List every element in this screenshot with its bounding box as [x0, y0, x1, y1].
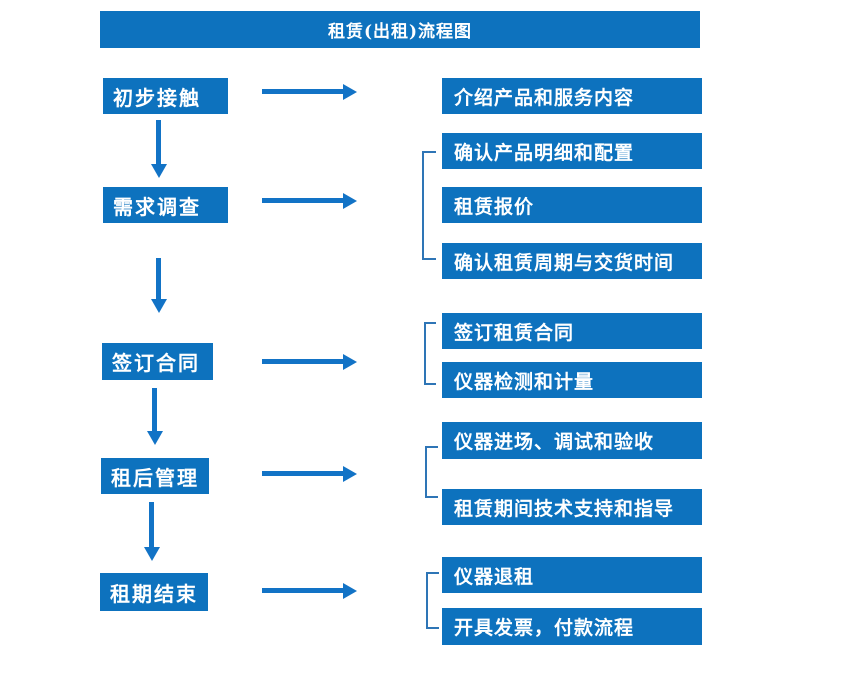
- detail-box-technical-support: 租赁期间技术支持和指导: [442, 489, 702, 525]
- arrow-right-stage2-icon: [262, 193, 357, 209]
- arrow-down-4-icon: [144, 502, 160, 561]
- bracket-group-sign-contract: [424, 322, 436, 385]
- arrow-down-1-icon: [151, 120, 167, 178]
- arrow-right-stage1-icon: [262, 84, 357, 100]
- arrow-head: [343, 354, 357, 370]
- stage-box-post-rental-management: 租后管理: [101, 458, 209, 494]
- bracket-group-post-rental: [425, 446, 438, 498]
- detail-box-instrument-inspection: 仪器检测和计量: [442, 362, 702, 398]
- bracket-group-demand-survey: [422, 151, 436, 260]
- stage-box-rental-end: 租期结束: [100, 573, 208, 611]
- detail-box-invoice-payment: 开具发票，付款流程: [442, 608, 702, 645]
- stage-box-sign-contract: 签订合同: [102, 343, 213, 380]
- arrow-down-3-icon: [147, 388, 163, 445]
- arrow-right-stage4-icon: [262, 466, 357, 482]
- arrow-shaft: [262, 588, 344, 593]
- arrow-head: [343, 466, 357, 482]
- stage-box-initial-contact: 初步接触: [103, 78, 228, 114]
- detail-box-sign-rental-contract: 签订租赁合同: [442, 313, 702, 349]
- detail-box-rental-quote: 租赁报价: [442, 187, 702, 223]
- arrow-shaft: [156, 258, 161, 299]
- arrow-shaft: [262, 359, 344, 364]
- arrow-shaft: [262, 471, 344, 476]
- arrow-head: [151, 299, 167, 313]
- arrow-head: [151, 164, 167, 178]
- arrow-right-stage5-icon: [262, 583, 357, 599]
- arrow-shaft: [156, 120, 161, 164]
- arrow-shaft: [149, 502, 154, 547]
- arrow-head: [147, 431, 163, 445]
- arrow-head: [144, 547, 160, 561]
- arrow-head: [343, 583, 357, 599]
- arrow-shaft: [262, 198, 344, 203]
- arrow-right-stage3-icon: [262, 354, 357, 370]
- detail-box-introduce-products: 介绍产品和服务内容: [442, 78, 702, 114]
- arrow-head: [343, 193, 357, 209]
- diagram-title: 租赁(出租)流程图: [327, 22, 473, 42]
- detail-box-confirm-product-config: 确认产品明细和配置: [442, 133, 702, 169]
- arrow-shaft: [152, 388, 157, 431]
- arrow-down-2-icon: [151, 258, 167, 313]
- arrow-head: [343, 84, 357, 100]
- detail-box-confirm-period-delivery: 确认租赁周期与交货时间: [442, 243, 702, 279]
- arrow-shaft: [262, 89, 344, 94]
- detail-box-instrument-return: 仪器退租: [442, 557, 702, 593]
- diagram-title-bar: 租赁(出租)流程图: [100, 11, 700, 48]
- stage-box-demand-survey: 需求调查: [103, 187, 228, 223]
- detail-box-instrument-setup-acceptance: 仪器进场、调试和验收: [442, 422, 702, 459]
- bracket-group-rental-end: [426, 572, 439, 629]
